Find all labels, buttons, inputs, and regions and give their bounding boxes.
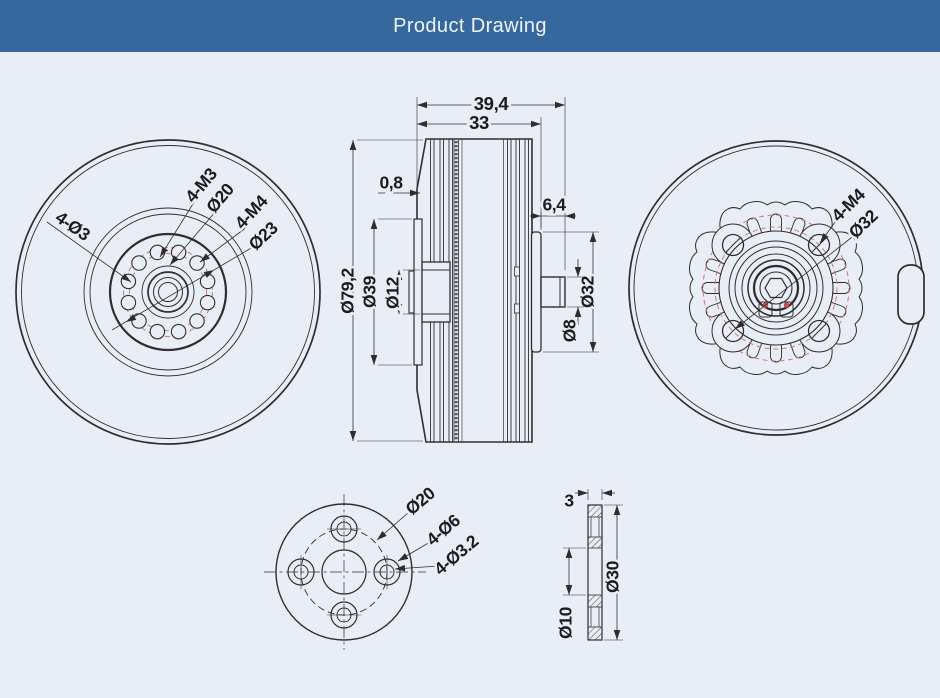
svg-text:3: 3 [564, 491, 574, 511]
svg-text:Ø10: Ø10 [556, 606, 576, 639]
rear-view: 4-M4 Ø32 [628, 140, 925, 436]
motor-shaft [540, 276, 566, 308]
cable-exit-notch [897, 264, 925, 325]
dim-shaft-diameter: Ø8 [557, 259, 584, 345]
dim-boss-diameter: Ø12 [380, 269, 420, 315]
svg-text:Ø12: Ø12 [383, 276, 403, 309]
svg-text:Ø79,2: Ø79,2 [338, 268, 358, 314]
svg-text:6,4: 6,4 [542, 195, 566, 215]
front-bolt-holes [120, 244, 216, 340]
dim-thickness: 3 [562, 488, 615, 513]
front-leaders [46, 198, 259, 331]
svg-text:Ø32: Ø32 [578, 275, 598, 308]
front-label-holes: 4-Ø3 [52, 207, 95, 245]
page-title: Product Drawing [393, 14, 547, 37]
header-bar: Product Drawing [0, 0, 940, 52]
svg-text:39,4: 39,4 [474, 93, 510, 114]
mount-plate [413, 218, 423, 366]
svg-text:Ø8: Ø8 [560, 319, 580, 342]
svg-text:Ø39: Ø39 [360, 275, 380, 308]
dim-section-bore-diameter: Ø10 [553, 547, 586, 641]
front-boss [421, 261, 451, 323]
dim-mount-diameter: Ø39 [357, 218, 412, 366]
side-view: 39,4 33 0,8 6,4 Ø79,2 [335, 90, 600, 443]
dim-body-length: 33 [417, 109, 542, 228]
rear-leaders [732, 217, 857, 332]
svg-text:33: 33 [469, 112, 489, 133]
svg-text:0,8: 0,8 [379, 173, 403, 193]
dim-section-outer-diameter: Ø30 [600, 504, 625, 641]
flange-section-view: 3 Ø30 Ø10 [553, 488, 625, 641]
dim-outer-diameter: Ø79,2 [335, 139, 423, 442]
svg-text:Ø30: Ø30 [603, 560, 623, 593]
dim-flange-gap: 0,8 [377, 170, 420, 197]
flange-bolt-holes [287, 515, 401, 629]
front-view: 4-Ø3 4-M3 Ø20 4-M4 Ø23 [15, 139, 321, 445]
dim-shaft-length: 6,4 [530, 192, 576, 230]
flange-leaders [374, 511, 439, 573]
shaft-hex-socket [764, 277, 788, 299]
rear-housing [530, 231, 542, 353]
side-right-fins [507, 139, 529, 442]
mount-flange-view: Ø20 4-Ø6 4-Ø3.2 [264, 480, 485, 650]
dim-rear-boss-diameter: Ø32 [543, 231, 600, 353]
rear-bolt-holes [721, 233, 831, 343]
dim-overall-length: 39,4 [416, 90, 566, 270]
